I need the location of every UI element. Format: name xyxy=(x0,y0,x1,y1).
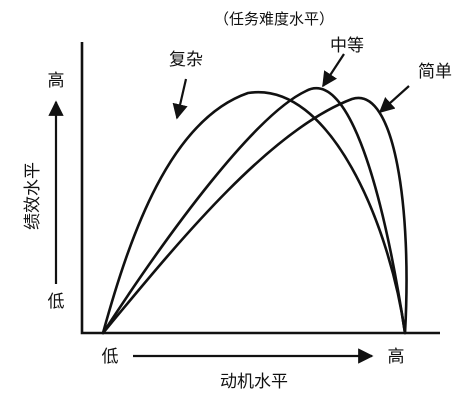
callout-arrow-medium xyxy=(322,53,345,88)
x-axis-low-label: 低 xyxy=(102,347,119,367)
curve-complex xyxy=(101,90,407,335)
x-axis-title: 动机水平 xyxy=(220,372,288,392)
x-axis-high-label: 高 xyxy=(388,347,405,367)
y-axis-high-label: 高 xyxy=(48,71,65,91)
diagram-title: （任务难度水平） xyxy=(214,10,334,28)
curve-label-medium: 中等 xyxy=(330,36,364,56)
y-axis-low-label: 低 xyxy=(48,292,65,312)
callout-arrow-simple xyxy=(378,85,410,114)
axes xyxy=(80,42,440,335)
y-axis-title: 绩效水平 xyxy=(23,162,43,230)
curve-medium xyxy=(101,87,407,335)
curve-label-complex: 复杂 xyxy=(169,50,203,70)
curve-simple xyxy=(101,96,408,335)
callout-arrow-complex xyxy=(172,78,188,120)
curve-label-simple: 简单 xyxy=(418,62,452,82)
